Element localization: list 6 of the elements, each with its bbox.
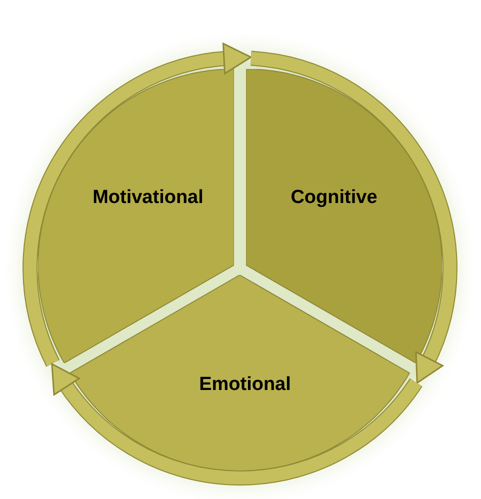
curved-arrow — [22, 43, 252, 366]
curved-arrow — [250, 50, 458, 384]
sector-label: Cognitive — [290, 186, 378, 210]
curved-arrow — [50, 364, 422, 486]
sector-label: Motivational — [92, 186, 204, 210]
sector-label: Emotional — [199, 372, 291, 397]
